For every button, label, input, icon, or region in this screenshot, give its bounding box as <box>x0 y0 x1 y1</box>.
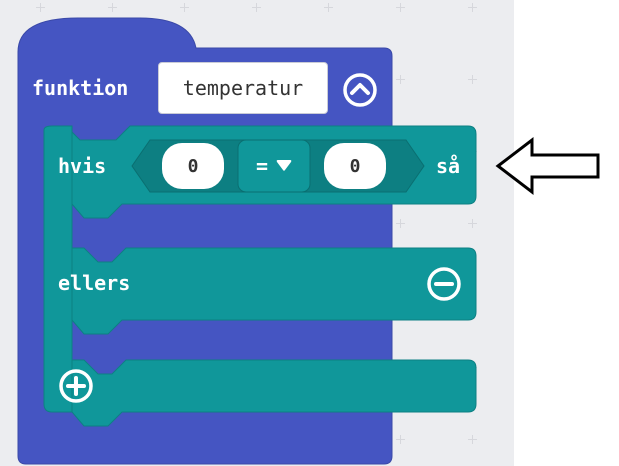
right-value-input[interactable]: 0 <box>324 143 386 189</box>
remove-else-button[interactable] <box>424 266 464 306</box>
minus-circle-icon <box>427 267 461 301</box>
operator-text: = <box>255 154 269 178</box>
else-clause-shape <box>71 247 477 335</box>
left-arrow-icon <box>495 136 600 196</box>
triangle-down-icon <box>276 160 292 171</box>
if-keyword: hvis <box>58 154 107 178</box>
right-value-text: 0 <box>349 155 361 177</box>
left-value-text: 0 <box>187 155 199 177</box>
operator-dropdown-box[interactable] <box>237 139 311 193</box>
left-value-input[interactable]: 0 <box>162 143 224 189</box>
chevron-up-circle-icon <box>343 73 377 107</box>
plus-circle-icon <box>59 369 93 403</box>
operator-dropdown[interactable]: = <box>238 140 310 192</box>
function-keyword: funktion <box>32 76 129 100</box>
collapse-button[interactable] <box>340 70 380 110</box>
block-footer-shape <box>71 359 477 427</box>
else-keyword: ellers <box>58 271 131 295</box>
function-name-field[interactable]: temperatur <box>158 62 328 114</box>
add-clause-button[interactable] <box>56 366 96 406</box>
function-name-text: temperatur <box>182 76 304 100</box>
then-keyword: så <box>436 154 461 178</box>
